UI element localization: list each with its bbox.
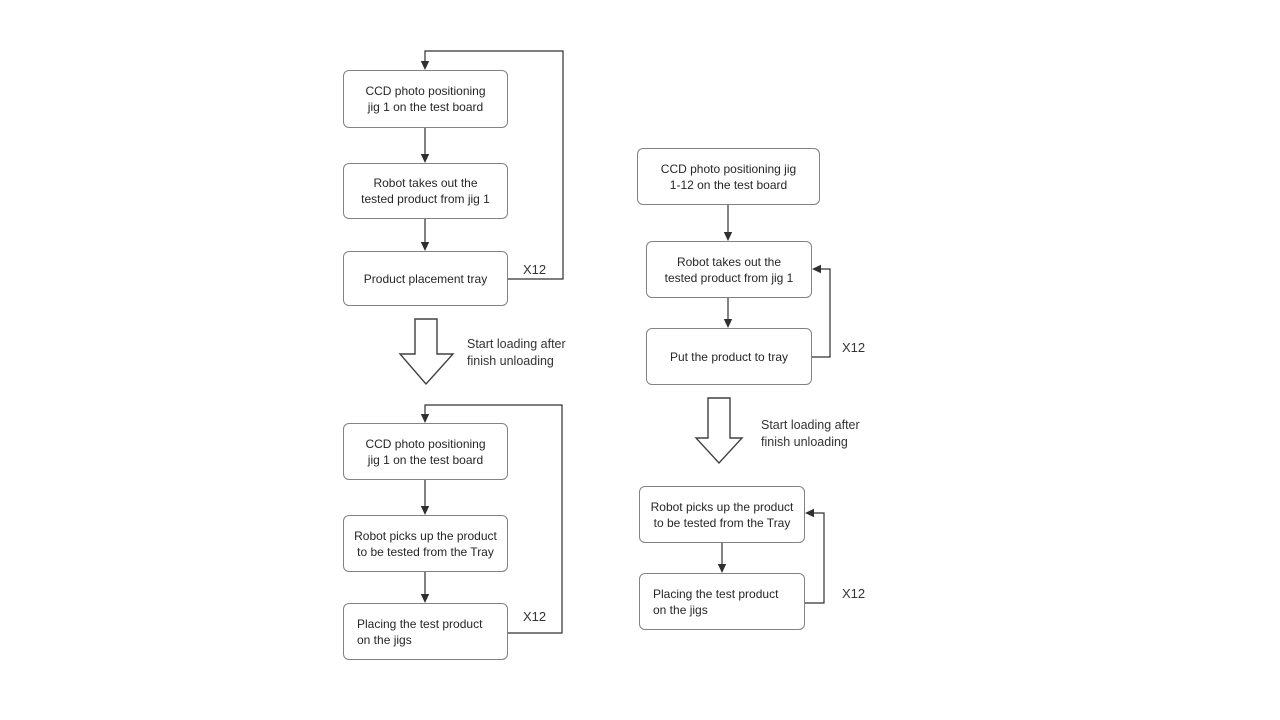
right-top-connectors <box>727 205 831 358</box>
flow-box-text: Robot picks up the product <box>650 499 794 514</box>
transition-label-line: finish unloading <box>761 435 848 449</box>
arrowhead-icon <box>420 594 430 603</box>
flow-box-left-top-product-placement-tray: Product placement tray <box>343 251 508 306</box>
flow-box-text: Placing the test product <box>357 616 483 631</box>
flow-box-text: tested product from jig 1 <box>664 270 794 285</box>
flow-box-text: Placing the test product <box>653 586 779 601</box>
arrowhead-icon <box>723 319 733 328</box>
flow-box-text: CCD photo positioning <box>365 84 486 98</box>
flow-box-text: jig 1 on the test board <box>367 100 484 114</box>
flow-box-text: 1-12 on the test board <box>669 177 788 192</box>
flow-box-right-top-ccd-positioning: CCD photo positioning jig 1-12 on the te… <box>637 148 820 205</box>
flow-box-text: Robot takes out the <box>676 254 782 269</box>
loop-line-left-bottom <box>424 404 563 634</box>
flow-box-text: Put the product to tray <box>669 349 789 364</box>
flow-box-text: Robot takes out the <box>373 176 478 190</box>
flow-box-right-top-put-product-to-tray: Put the product to tray <box>646 328 812 385</box>
big-down-arrow-left-icon <box>398 318 455 386</box>
flow-box-text: on the jigs <box>357 632 412 647</box>
right-top-arrowheads <box>723 232 821 328</box>
flow-box-left-bottom-ccd-positioning: CCD photo positioning jig 1 on the test … <box>343 423 508 480</box>
flow-box-text: Product placement tray <box>363 271 488 286</box>
flow-box-right-bottom-robot-picks-up: Robot picks up the product to be tested … <box>639 486 805 543</box>
left-top-arrowheads <box>420 61 430 251</box>
arrowhead-icon <box>420 242 430 251</box>
right-bottom-arrowheads <box>717 508 814 573</box>
left-top-connectors <box>424 50 564 280</box>
arrowhead-icon <box>420 414 430 423</box>
flow-box-left-bottom-robot-picks-up: Robot picks up the product to be tested … <box>343 515 508 572</box>
left-bottom-arrowheads <box>420 414 430 603</box>
loop-count-label-left-bottom: X12 <box>523 609 547 624</box>
transition-label-line: Start loading after <box>761 418 860 432</box>
flow-box-text: on the jigs <box>653 602 708 617</box>
arrowhead-icon <box>420 506 430 515</box>
loop-count-label-right-bottom: X12 <box>842 586 866 601</box>
flow-box-left-top-ccd-positioning: CCD photo positioning jig 1 on the test … <box>343 70 508 128</box>
flow-box-text: to be tested from the Tray <box>357 544 494 559</box>
loop-line-right-top <box>812 268 831 358</box>
flow-box-text: CCD photo positioning <box>365 436 486 451</box>
transition-label-line: finish unloading <box>467 354 554 368</box>
arrowhead-icon <box>805 508 814 518</box>
arrowhead-icon <box>420 154 430 163</box>
flow-box-right-top-robot-takes-out: Robot takes out the tested product from … <box>646 241 812 298</box>
flow-box-text: to be tested from the Tray <box>653 515 791 530</box>
flow-box-right-bottom-placing-test-product: Placing the test product on the jigs <box>639 573 805 630</box>
arrowhead-icon <box>420 61 430 70</box>
flow-box-text: Robot picks up the product <box>354 528 497 543</box>
loop-line-right-bottom <box>805 512 825 604</box>
flow-box-text: tested product from jig 1 <box>361 192 490 206</box>
transition-label-right: Start loading after finish unloading <box>761 417 860 451</box>
loop-count-label-right-top: X12 <box>842 340 866 355</box>
left-bottom-connectors <box>424 404 563 634</box>
arrowhead-icon <box>723 232 733 241</box>
flow-box-text: CCD photo positioning jig <box>660 161 797 176</box>
big-down-arrow-right-icon <box>694 397 744 465</box>
arrowhead-icon <box>717 564 727 573</box>
loop-line-left-top <box>424 50 564 280</box>
arrowhead-icon <box>812 264 821 274</box>
flow-box-text: jig 1 on the test board <box>367 452 484 467</box>
flow-box-left-top-robot-takes-out: Robot takes out the tested product from … <box>343 163 508 219</box>
flow-box-left-bottom-placing-test-product: Placing the test product on the jigs <box>343 603 508 660</box>
transition-label-left: Start loading after finish unloading <box>467 336 566 370</box>
loop-count-label-left-top: X12 <box>523 262 547 277</box>
right-bottom-connectors <box>721 512 825 604</box>
transition-label-line: Start loading after <box>467 337 566 351</box>
